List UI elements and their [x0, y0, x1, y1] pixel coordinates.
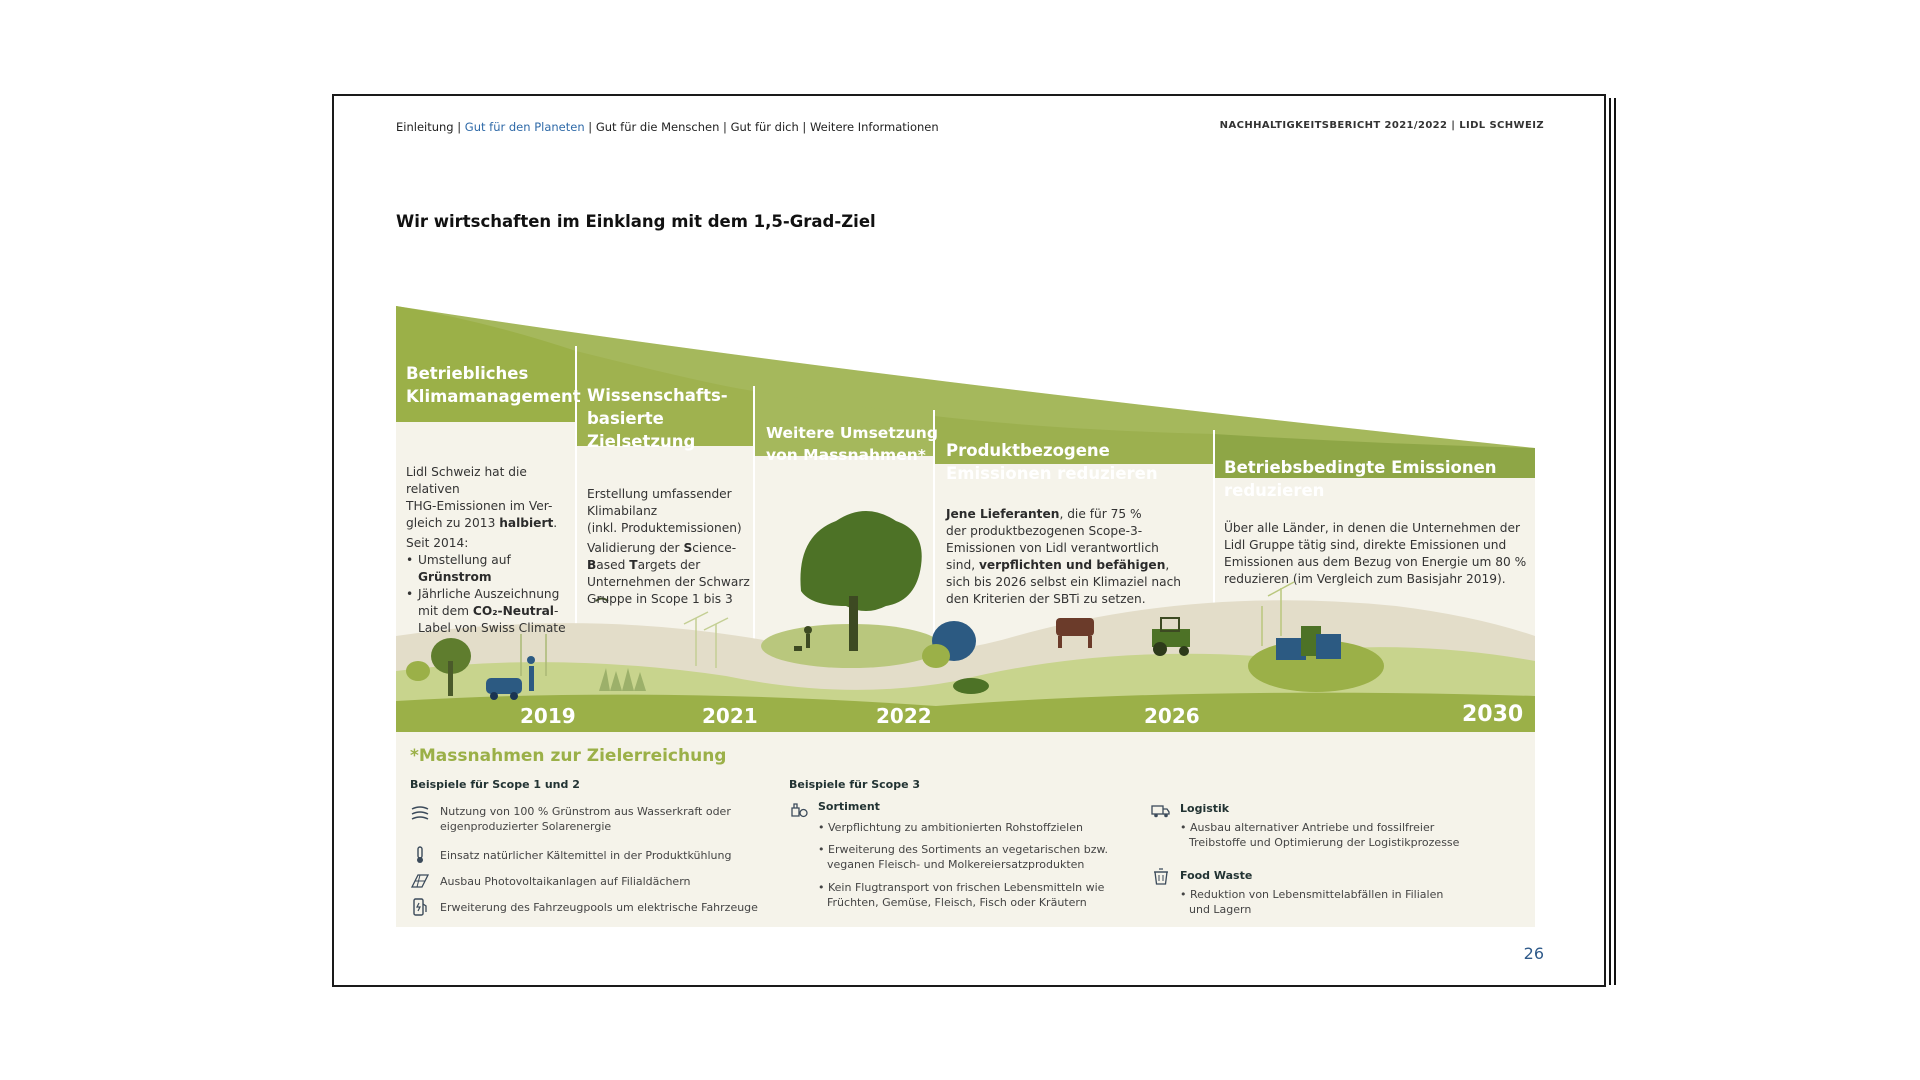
food-waste-icon: [1154, 868, 1168, 885]
report-page: Einleitung | Gut für den Planeten | Gut …: [332, 94, 1606, 987]
foodwaste-title: Food Waste: [1180, 869, 1253, 882]
nav-separator: |: [453, 120, 465, 134]
year-2021: 2021: [702, 704, 758, 728]
year-2019: 2019: [520, 704, 576, 728]
scope12-heading: Beispiele für Scope 1 und 2: [410, 778, 580, 791]
foodwaste-item-1: • Reduktion von Lebensmittelabfällen in …: [1180, 888, 1444, 916]
measures-title: *Massnahmen zur Zielerreichung: [410, 746, 727, 766]
phase-header-1: [396, 306, 576, 422]
sortiment-item-3: • Kein Flugtransport von frischen Lebens…: [818, 881, 1105, 909]
scene-2019: [406, 634, 547, 700]
nav-item-dich[interactable]: Gut für dich: [730, 120, 799, 134]
page-edge-line-1: [1609, 98, 1611, 985]
nav-separator: |: [719, 120, 731, 134]
sortiment-title: Sortiment: [818, 800, 880, 813]
ev-charger-icon: [413, 898, 427, 916]
scene-2021: [595, 597, 729, 691]
scene-2026: [922, 617, 1190, 694]
page-edge-line-2: [1614, 98, 1616, 985]
scope12-item-4: Erweiterung des Fahrzeugpools um elektri…: [440, 901, 758, 914]
breadcrumb-nav: Einleitung | Gut für den Planeten | Gut …: [396, 120, 939, 134]
energy-icon: [411, 806, 429, 820]
year-2030: 2030: [1462, 702, 1524, 727]
hill-front: [396, 692, 1535, 732]
phase-2-text: Erstellung umfassender Klimabilanz (inkl…: [587, 487, 750, 606]
nav-item-einleitung[interactable]: Einleitung: [396, 120, 454, 134]
year-2022: 2022: [876, 704, 932, 728]
nav-item-planet[interactable]: Gut für den Planeten: [464, 120, 585, 134]
thermometer-icon: [417, 846, 423, 863]
scope12-item-1: Nutzung von 100 % Grünstrom aus Wasserkr…: [440, 805, 731, 833]
phase-header-4: [934, 416, 1214, 464]
logistik-title: Logistik: [1180, 802, 1230, 815]
nav-separator: |: [798, 120, 810, 134]
page-heading: Wir wirtschaften im Einklang mit dem 1,5…: [396, 212, 876, 231]
scene-2022: [761, 511, 941, 668]
phase-4-text: Jene Lieferanten, die für 75 % der produ…: [946, 507, 1181, 606]
phase-header-5: [1214, 434, 1535, 478]
report-title: NACHHALTIGKEITSBERICHT 2021/2022 | LIDL …: [1219, 120, 1544, 131]
phase-header-3: [754, 391, 934, 456]
year-2026: 2026: [1144, 704, 1200, 728]
solar-panel-icon: [410, 874, 430, 888]
scene-2030: [1248, 581, 1384, 692]
nav-item-menschen[interactable]: Gut für die Menschen: [595, 120, 720, 134]
sortiment-item-1: • Verpflichtung zu ambitionierten Rohsto…: [818, 821, 1083, 834]
measures-section: *Massnahmen zur Zielerreichung Beispiele…: [396, 732, 1535, 927]
scope3-heading: Beispiele für Scope 3: [789, 778, 921, 791]
phase-5-text: Über alle Länder, in denen die Unternehm…: [1224, 521, 1527, 586]
truck-icon: [1151, 805, 1170, 818]
scope12-item-2: Einsatz natürlicher Kältemittel in der P…: [440, 849, 732, 862]
phase-1-text: Lidl Schweiz hat die relativen THG-Emiss…: [406, 464, 574, 637]
page-number: 26: [1523, 944, 1544, 963]
nav-item-info[interactable]: Weitere Informationen: [809, 120, 939, 134]
nav-separator: |: [584, 120, 596, 134]
groceries-icon: [791, 803, 808, 818]
sortiment-item-2: • Erweiterung des Sortiments an vegetari…: [818, 843, 1108, 871]
logistik-item-1: • Ausbau alternativer Antriebe und fossi…: [1180, 821, 1460, 849]
phase-header-2: [576, 351, 754, 446]
scope12-item-3: Ausbau Photovoltaikanlagen auf Filialdäc…: [440, 875, 691, 888]
timeline-illustration: [396, 306, 1535, 732]
